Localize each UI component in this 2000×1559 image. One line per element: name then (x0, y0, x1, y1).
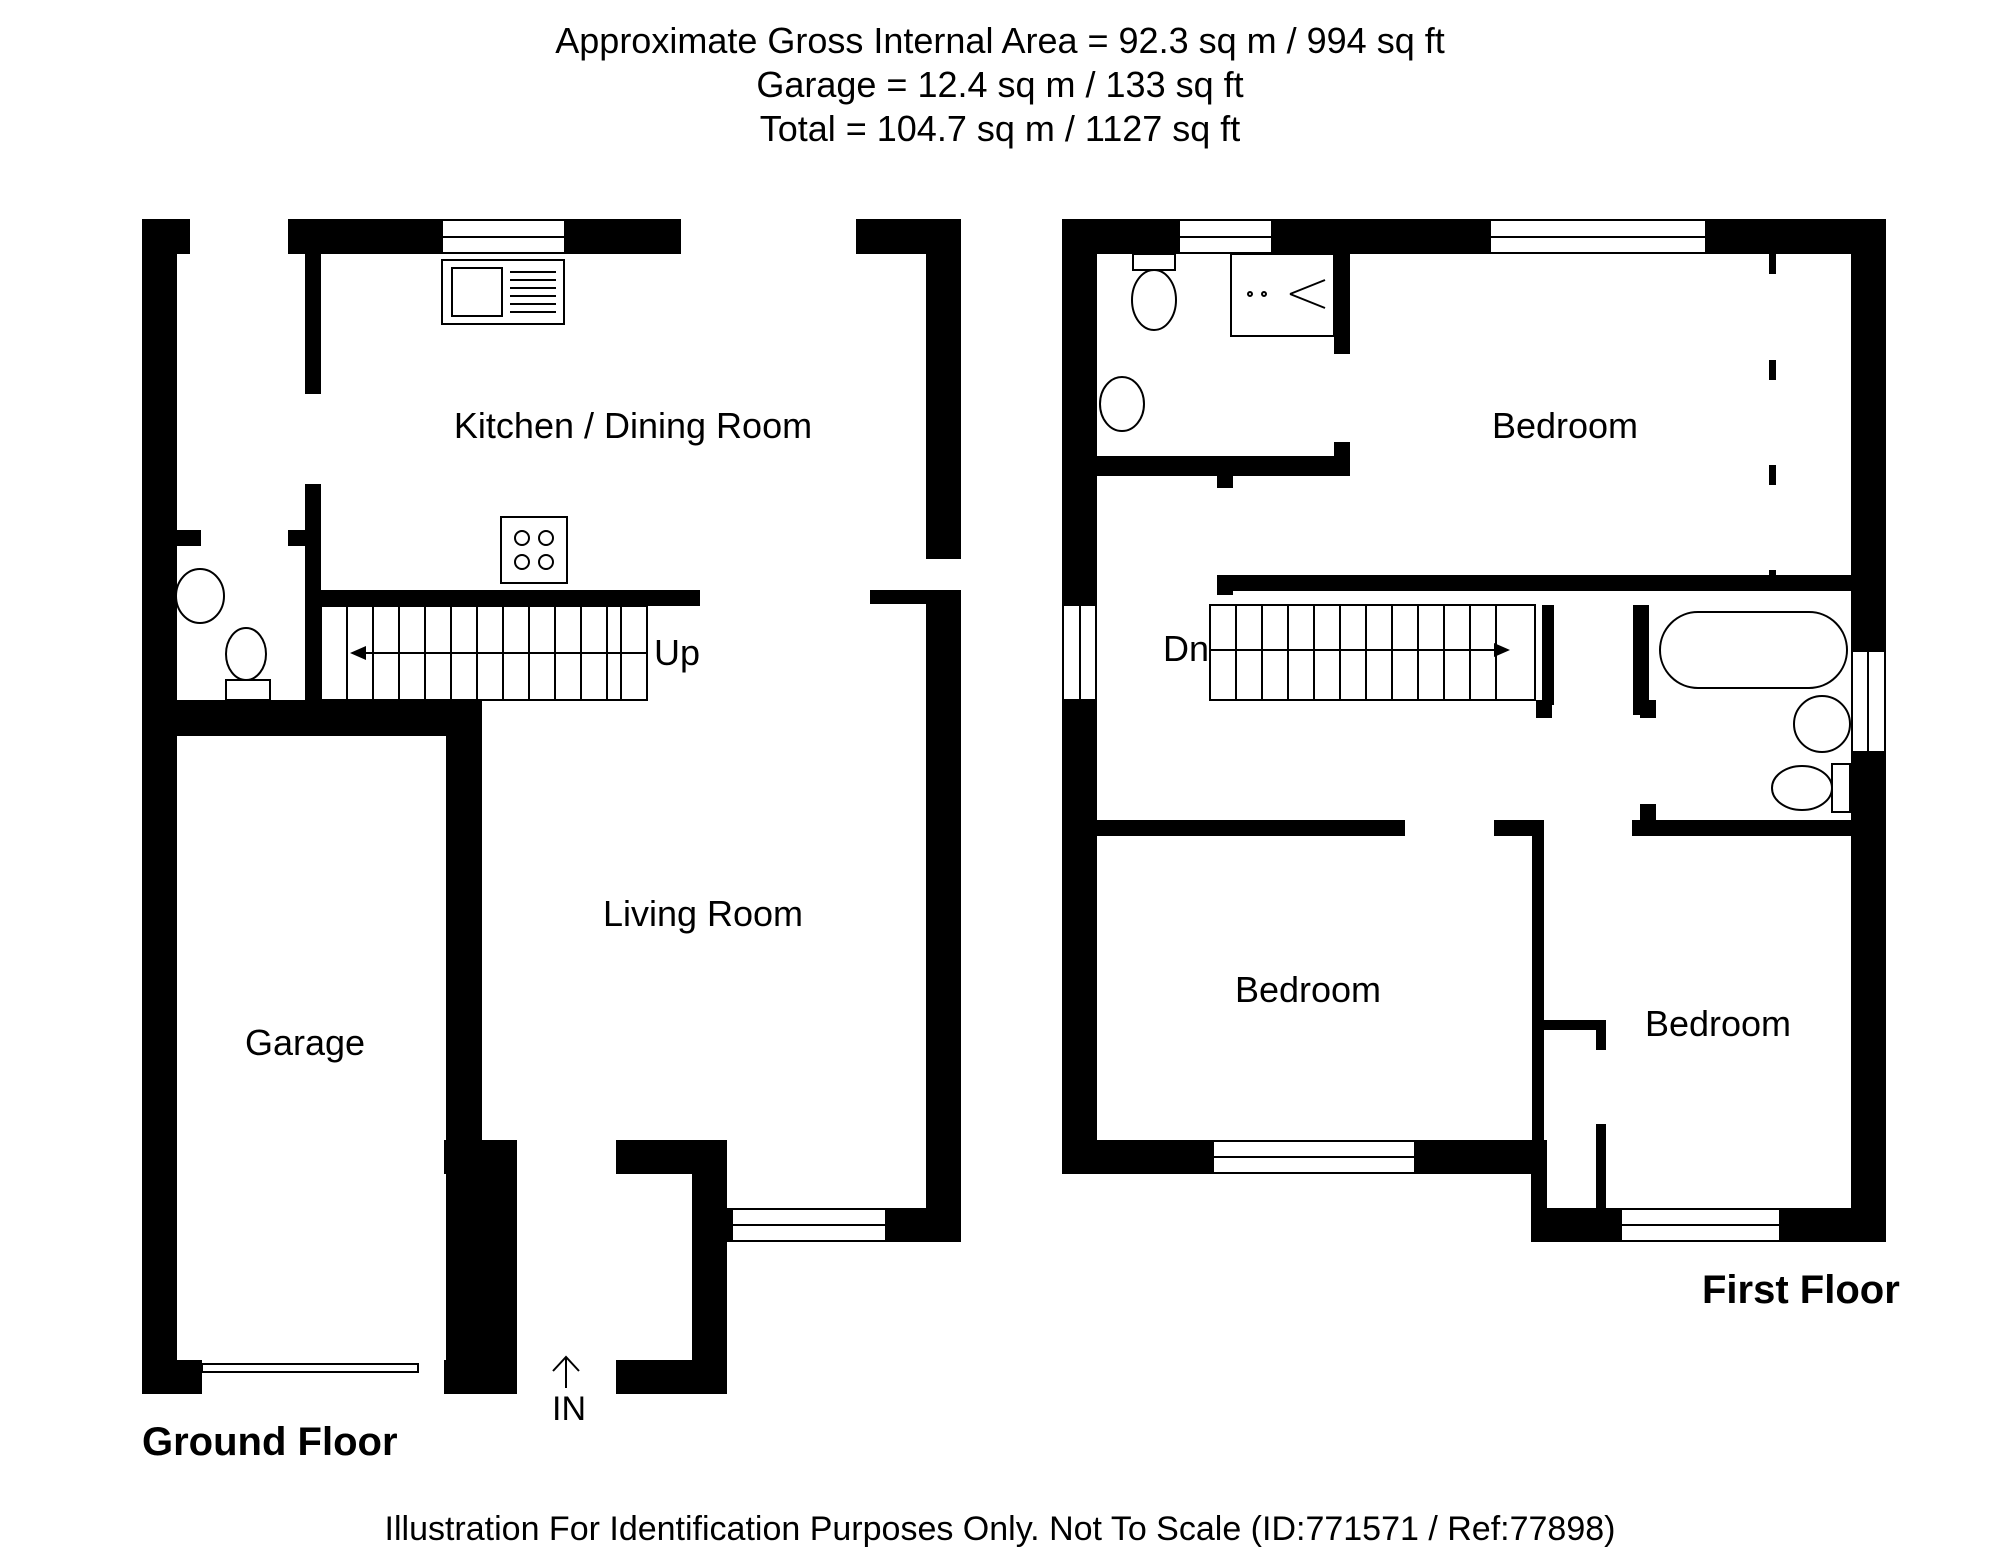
stairs-up-arrow (350, 646, 366, 660)
room-label-bedroom-left: Bedroom (1234, 969, 1382, 1010)
area-summary-line3: Total = 104.7 sq m / 1127 sq ft (759, 108, 1241, 149)
disclaimer-footer: Illustration For Identification Purposes… (384, 1510, 1616, 1548)
bathroom-fixtures (1659, 611, 1851, 813)
ground-floor-title: Ground Floor (142, 1420, 398, 1464)
entrance-arrow (552, 1355, 580, 1388)
stairs-up-label: Up (654, 632, 701, 673)
entrance-label: IN (552, 1390, 586, 1428)
room-label-kitchen: Kitchen / Dining Room (453, 405, 813, 446)
ground-wc-fixtures (175, 568, 271, 701)
shower-room-fixtures (1099, 253, 1335, 432)
room-label-bedroom-top: Bedroom (1491, 405, 1639, 446)
windows (201, 219, 1886, 1373)
room-label-bedroom-right: Bedroom (1644, 1003, 1792, 1044)
ground-floor-walls (142, 219, 961, 1394)
ground-stairs (320, 605, 648, 701)
stairs-down-label: Dn (1163, 628, 1210, 669)
area-summary-line1: Approximate Gross Internal Area = 92.3 s… (555, 20, 1445, 61)
first-floor-walls (1062, 219, 1886, 1242)
first-floor-title: First Floor (1702, 1268, 1900, 1312)
area-summary-line2: Garage = 12.4 sq m / 133 sq ft (756, 64, 1244, 105)
kitchen-sink (441, 259, 565, 325)
stairs-down-arrow (1494, 643, 1510, 657)
first-stairs (1209, 604, 1536, 701)
room-label-living: Living Room (602, 893, 804, 934)
room-label-garage: Garage (244, 1022, 366, 1063)
kitchen-hob (500, 516, 568, 584)
